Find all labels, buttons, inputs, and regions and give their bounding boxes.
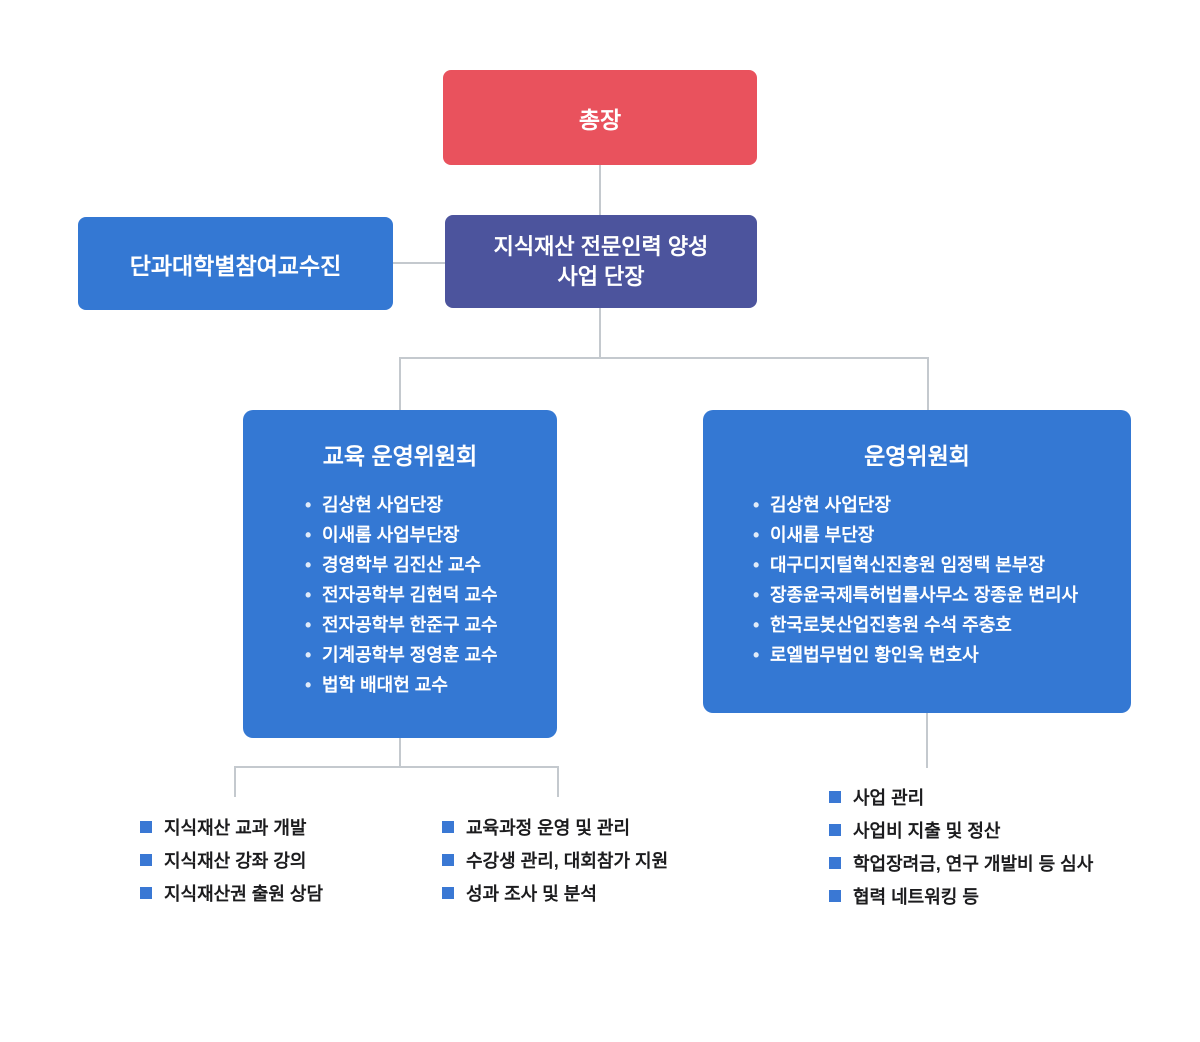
- task-item: 수강생 관리, 대회참가 지원: [442, 843, 668, 876]
- steering-committee-box: 운영위원회 김상현 사업단장 이새롬 부단장 대구디지털혁신진흥원 임정택 본부…: [703, 410, 1131, 713]
- task-label: 지식재산 교과 개발: [164, 817, 307, 838]
- committee-member-item: 경영학부 김진산 교수: [243, 550, 557, 580]
- connector-edu-tasks-horizontal: [234, 766, 559, 768]
- committee-member-item: 김상현 사업단장: [243, 490, 557, 520]
- connector-task-group2-stub: [557, 766, 559, 797]
- education-committee-member-list: 김상현 사업단장 이새롬 사업부단장 경영학부 김진산 교수 전자공학부 김현덕…: [243, 490, 557, 700]
- task-group-program-management: 사업 관리 사업비 지출 및 정산 학업장려금, 연구 개발비 등 심사 협력 …: [829, 780, 1093, 912]
- square-bullet-icon: [829, 823, 841, 836]
- committee-member-item: 기계공학부 정영훈 교수: [243, 640, 557, 670]
- square-bullet-icon: [442, 853, 454, 866]
- committee-member-item: 대구디지털혁신진흥원 임정택 본부장: [703, 550, 1131, 580]
- task-label: 수강생 관리, 대회참가 지원: [466, 850, 669, 871]
- task-label: 협력 네트워킹 등: [853, 886, 979, 907]
- director-label-line1: 지식재산 전문인력 양성: [493, 233, 709, 259]
- square-bullet-icon: [829, 889, 841, 902]
- task-label: 사업 관리: [853, 787, 925, 808]
- task-item: 협력 네트워킹 등: [829, 879, 1093, 912]
- faculty-label: 단과대학별참여교수진: [129, 252, 342, 279]
- committee-member-item: 김상현 사업단장: [703, 490, 1131, 520]
- connector-faculty-director: [393, 262, 445, 264]
- task-item: 지식재산 교과 개발: [140, 810, 323, 843]
- steering-committee-title: 운영위원회: [864, 443, 970, 469]
- faculty-box: 단과대학별참여교수진: [78, 217, 393, 310]
- committee-member-item: 법학 배대헌 교수: [243, 670, 557, 700]
- president-box: 총장: [443, 70, 757, 165]
- task-label: 성과 조사 및 분석: [466, 883, 597, 904]
- square-bullet-icon: [140, 853, 152, 866]
- task-group-curriculum-dev: 지식재산 교과 개발 지식재산 강좌 강의 지식재산권 출원 상담: [140, 810, 323, 909]
- task-group-course-operation: 교육과정 운영 및 관리 수강생 관리, 대회참가 지원 성과 조사 및 분석: [442, 810, 668, 909]
- task-item: 지식재산 강좌 강의: [140, 843, 323, 876]
- task-item: 사업비 지출 및 정산: [829, 813, 1093, 846]
- connector-task-group1-stub: [234, 766, 236, 797]
- education-committee-title: 교육 운영위원회: [322, 443, 478, 469]
- steering-committee-member-list: 김상현 사업단장 이새롬 부단장 대구디지털혁신진흥원 임정택 본부장 장종윤국…: [703, 490, 1131, 670]
- task-label: 교육과정 운영 및 관리: [466, 817, 631, 838]
- connector-steering-committee-drop: [927, 357, 929, 410]
- committee-member-item: 한국로봇산업진흥원 수석 주충호: [703, 610, 1131, 640]
- square-bullet-icon: [829, 856, 841, 869]
- director-box: 지식재산 전문인력 양성 사업 단장: [445, 215, 757, 308]
- task-item: 성과 조사 및 분석: [442, 876, 668, 909]
- committee-member-item: 로엘법무법인 황인욱 변호사: [703, 640, 1131, 670]
- committee-member-item: 이새롬 부단장: [703, 520, 1131, 550]
- president-label: 총장: [578, 106, 622, 133]
- connector-president-director: [599, 165, 601, 216]
- connector-committees-horizontal: [399, 357, 929, 359]
- square-bullet-icon: [140, 820, 152, 833]
- square-bullet-icon: [442, 820, 454, 833]
- square-bullet-icon: [829, 790, 841, 803]
- education-committee-box: 교육 운영위원회 김상현 사업단장 이새롬 사업부단장 경영학부 김진산 교수 …: [243, 410, 557, 738]
- committee-member-item: 전자공학부 한준구 교수: [243, 610, 557, 640]
- task-label: 지식재산 강좌 강의: [164, 850, 307, 871]
- task-label: 사업비 지출 및 정산: [853, 820, 1001, 841]
- task-item: 교육과정 운영 및 관리: [442, 810, 668, 843]
- task-label: 학업장려금, 연구 개발비 등 심사: [853, 853, 1094, 874]
- task-item: 사업 관리: [829, 780, 1093, 813]
- task-label: 지식재산권 출원 상담: [164, 883, 324, 904]
- committee-member-item: 이새롬 사업부단장: [243, 520, 557, 550]
- connector-director-drop: [599, 308, 601, 359]
- square-bullet-icon: [140, 886, 152, 899]
- committee-member-item: 장종윤국제특허법률사무소 장종윤 변리사: [703, 580, 1131, 610]
- connector-task-group3-stub: [926, 713, 928, 768]
- task-item: 지식재산권 출원 상담: [140, 876, 323, 909]
- connector-edu-committee-drop: [399, 357, 401, 410]
- committee-member-item: 전자공학부 김현덕 교수: [243, 580, 557, 610]
- connector-edu-tasks-drop: [399, 738, 401, 767]
- task-item: 학업장려금, 연구 개발비 등 심사: [829, 846, 1093, 879]
- director-label-line2: 사업 단장: [557, 263, 645, 289]
- square-bullet-icon: [442, 886, 454, 899]
